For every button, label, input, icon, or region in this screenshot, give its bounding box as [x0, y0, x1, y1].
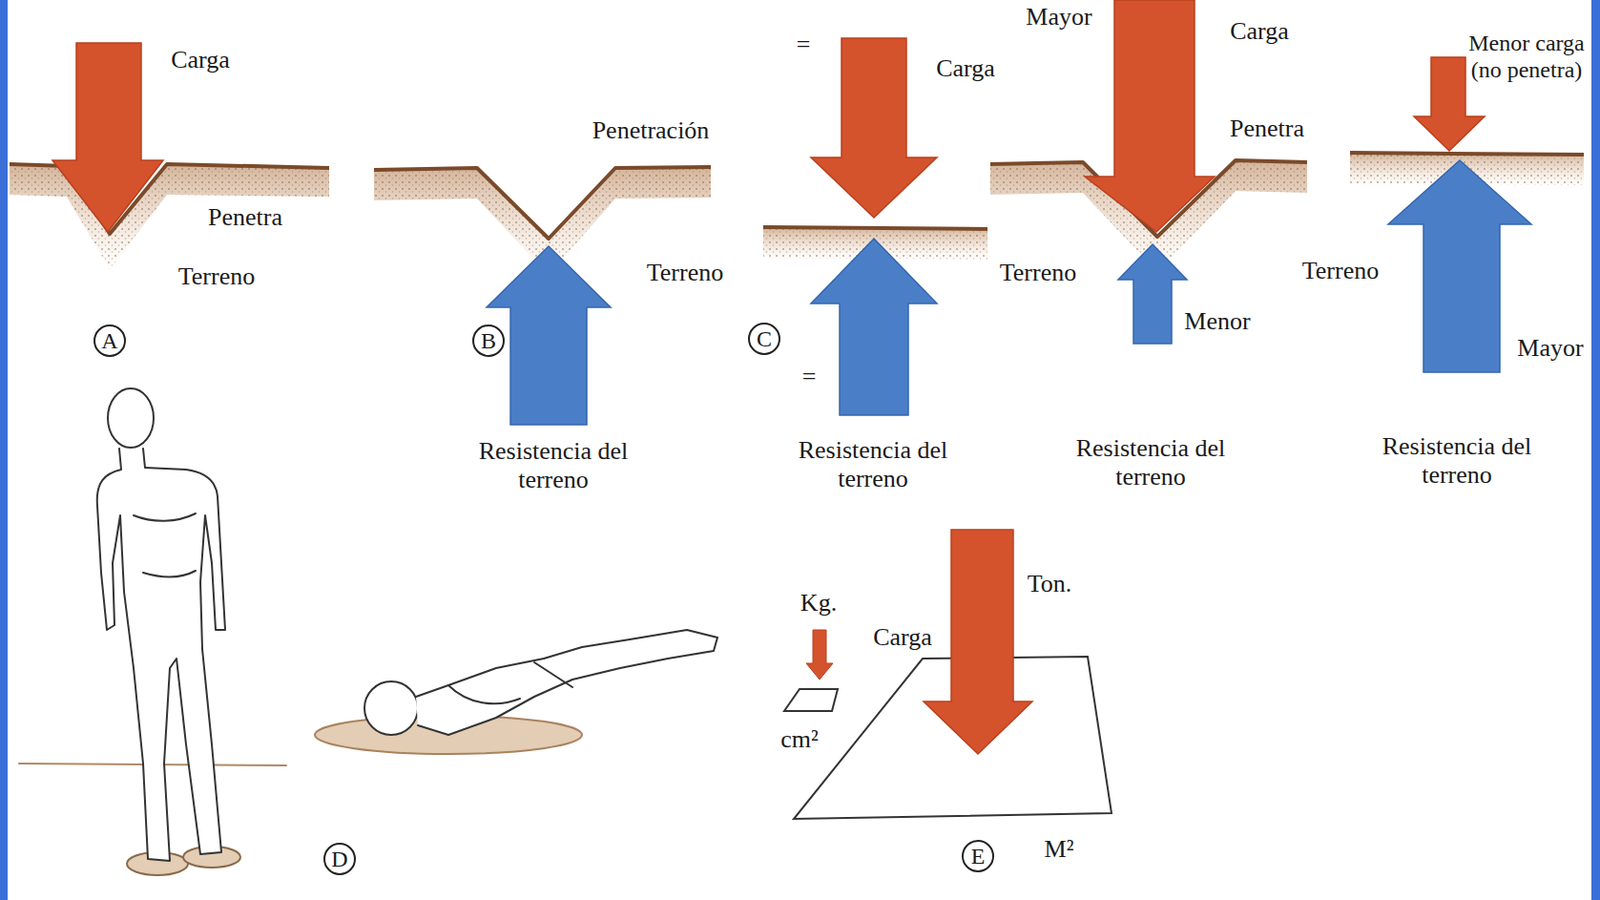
label: Terreno	[178, 262, 255, 291]
standing-person	[19, 388, 287, 875]
pressure-area	[784, 529, 1112, 819]
label: cm²	[780, 725, 819, 754]
neck	[119, 448, 146, 470]
square-centimeter	[784, 688, 838, 711]
label: Menor carga (no penetra)	[1467, 30, 1586, 84]
body-detail	[133, 513, 196, 577]
body-detail	[448, 662, 573, 704]
label: Resistencia del terreno	[1361, 432, 1553, 490]
callout-letter: E	[961, 839, 995, 873]
resistance-arrow	[810, 238, 937, 416]
small-load-arrow	[806, 629, 833, 680]
label: Terreno	[1302, 256, 1379, 286]
label: Carga	[872, 623, 933, 652]
label: Penetra	[1229, 114, 1305, 144]
label: Ton.	[1027, 569, 1073, 599]
load-arrow	[810, 38, 937, 218]
label: Resistencia del terreno	[1055, 434, 1247, 492]
load-arrow	[1084, 0, 1215, 232]
ground-surface	[9, 152, 1584, 239]
load-arrow	[52, 42, 164, 232]
label: Carga	[935, 54, 996, 84]
label: Kg.	[800, 588, 837, 618]
label: Terreno	[999, 258, 1077, 288]
body-outline	[97, 467, 226, 861]
label: Penetra	[207, 203, 283, 232]
head	[364, 681, 418, 735]
load-arrows	[52, 0, 1485, 232]
resistance-arrow	[486, 246, 611, 425]
ground-line	[9, 164, 330, 234]
ground-line	[374, 166, 711, 239]
large-load-arrow	[923, 529, 1033, 754]
resistance-arrow	[1388, 160, 1532, 373]
label: =	[802, 362, 817, 392]
resistance-arrows	[486, 160, 1532, 425]
resistance-arrow	[1118, 244, 1187, 344]
label: M²	[1044, 834, 1075, 864]
ground-line	[763, 227, 988, 229]
callout-letter: B	[472, 324, 505, 357]
soil-band	[9, 164, 330, 270]
callout-letter: D	[323, 842, 356, 875]
soil-texture	[9, 164, 330, 270]
label: Mayor	[1516, 333, 1583, 363]
label: =	[796, 30, 811, 60]
label: Penetración	[592, 116, 710, 146]
label: Resistencia del terreno	[457, 436, 649, 495]
label: Carga	[1229, 17, 1289, 46]
body-outline	[415, 629, 718, 735]
callout-letter: C	[748, 322, 781, 355]
label: Mayor	[1025, 2, 1092, 32]
border-strip	[1591, 0, 1600, 900]
callout-letter: A	[93, 324, 126, 357]
ground-line	[1350, 152, 1584, 155]
soil	[9, 152, 1584, 275]
head	[107, 388, 154, 448]
label: Terreno	[646, 258, 724, 288]
label: Menor	[1184, 307, 1250, 336]
border-strip	[0, 0, 8, 900]
lying-person	[314, 629, 718, 754]
label: Resistencia del terreno	[777, 436, 969, 494]
label: Carga	[170, 45, 230, 75]
